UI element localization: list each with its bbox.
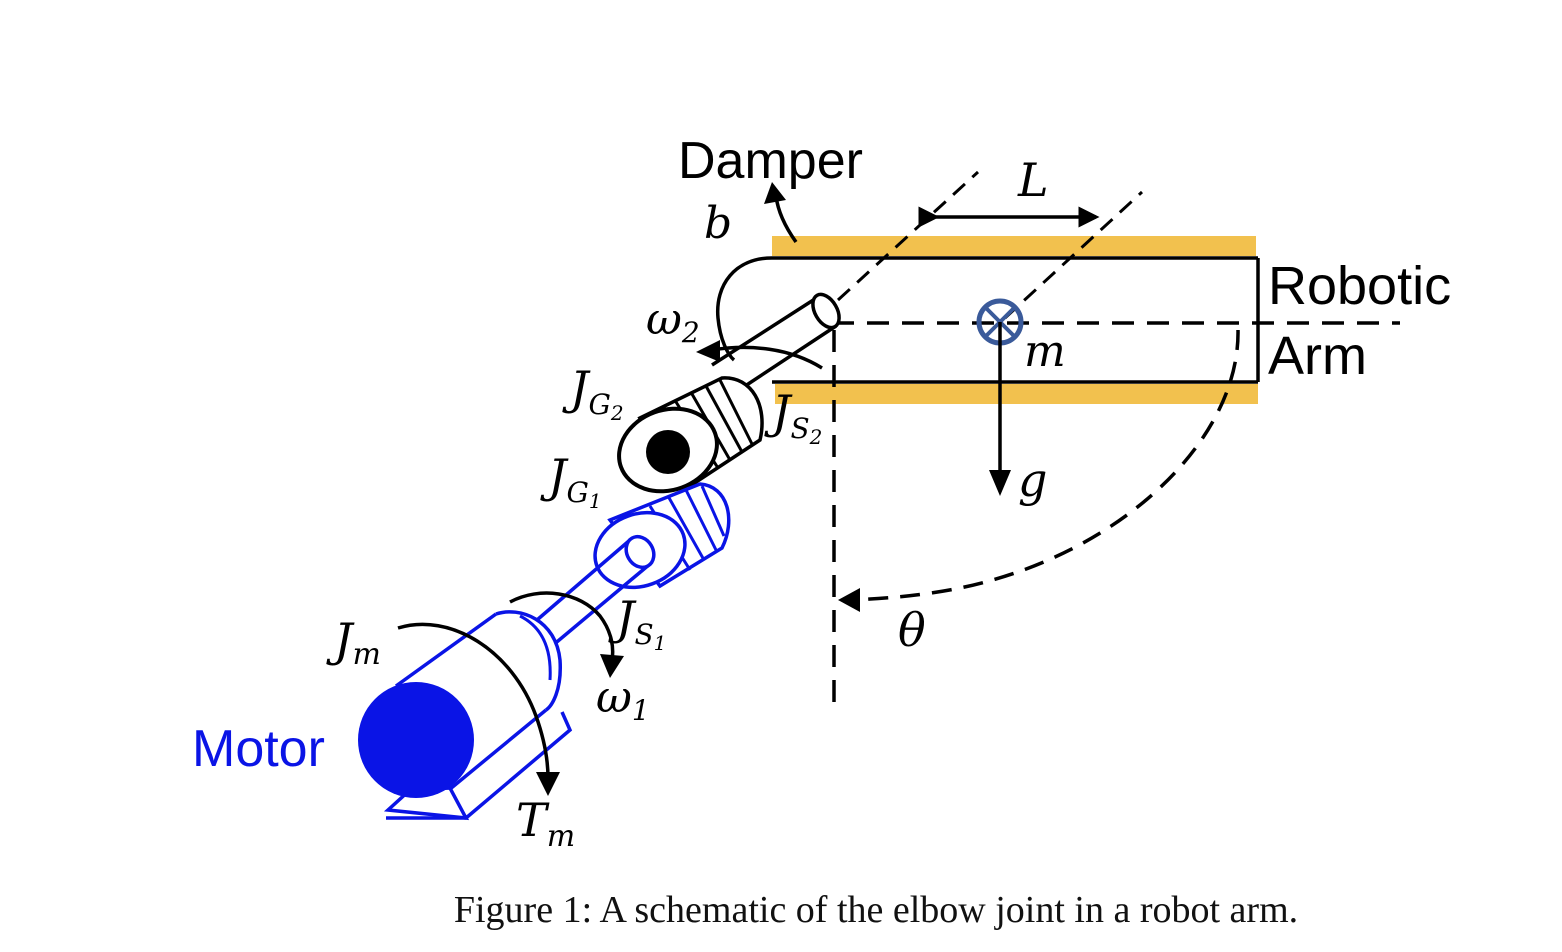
gravity-arrowhead <box>989 470 1011 496</box>
g-label: g <box>1018 453 1047 507</box>
tm-arrow <box>397 622 550 779</box>
gear-1 <box>593 482 731 590</box>
theta-arrowhead <box>838 588 860 612</box>
js2-subsub: 2 <box>809 425 823 449</box>
l-extension-right <box>1003 190 1144 320</box>
omega2-label: ω2 <box>646 294 700 349</box>
omega1-arrow <box>509 591 615 661</box>
js1-label: JS1 <box>608 591 666 655</box>
js1-subsub: 1 <box>654 631 667 655</box>
jg2-label: JG2 <box>562 361 624 425</box>
motor-shaft <box>528 534 656 648</box>
figure-caption: Figure 1: A schematic of the elbow joint… <box>453 889 1299 931</box>
omega2-base: ω <box>646 294 682 345</box>
tm-sub: m <box>547 819 575 854</box>
jg1-subsub: 1 <box>589 489 602 513</box>
jm-base: J <box>326 613 355 667</box>
omega1-label: ω1 <box>596 672 650 727</box>
jm-sub: m <box>352 637 380 672</box>
b-label: b <box>704 198 732 249</box>
js2-base: J <box>764 385 793 439</box>
l-label: L <box>1017 153 1049 207</box>
tm-label: Tm <box>516 793 575 854</box>
m-label: m <box>1024 326 1066 377</box>
jg2-base: J <box>562 361 591 415</box>
omega1-sub: 1 <box>632 694 650 727</box>
motor-label: Motor <box>192 720 325 778</box>
arm-label: Arm <box>1268 326 1367 386</box>
omega1-base: ω <box>596 672 632 723</box>
jm-label: Jm <box>326 613 381 672</box>
js2-sub: S <box>790 412 809 445</box>
omega2-arrow <box>711 345 823 370</box>
damper-label: Damper <box>678 132 863 190</box>
theta-arc <box>847 329 1240 602</box>
jg1-base: J <box>540 449 569 503</box>
arm-bottom-band <box>775 384 1258 404</box>
damper-curve <box>715 256 773 362</box>
damper-arrowhead <box>764 182 786 204</box>
tm-base: T <box>516 793 550 847</box>
robotic-label: Robotic <box>1268 256 1451 316</box>
omega1-arrowhead <box>600 654 624 678</box>
js1-sub: S <box>634 618 653 651</box>
damper-arrow <box>774 195 798 244</box>
l-extension-left <box>836 170 980 302</box>
jg2-subsub: 2 <box>610 401 624 425</box>
omega2-sub: 2 <box>681 316 700 349</box>
output-shaft <box>711 292 841 394</box>
gear-2 <box>617 376 764 494</box>
jg1-label: JG1 <box>540 449 602 513</box>
jg2-sub: G <box>588 388 610 421</box>
tm-arrowhead <box>536 772 560 796</box>
theta-label: θ <box>898 603 926 657</box>
omega2-arrowhead <box>696 340 720 362</box>
motor-body <box>358 610 573 821</box>
arm-top-band <box>772 236 1256 256</box>
jg1-sub: G <box>566 476 588 509</box>
